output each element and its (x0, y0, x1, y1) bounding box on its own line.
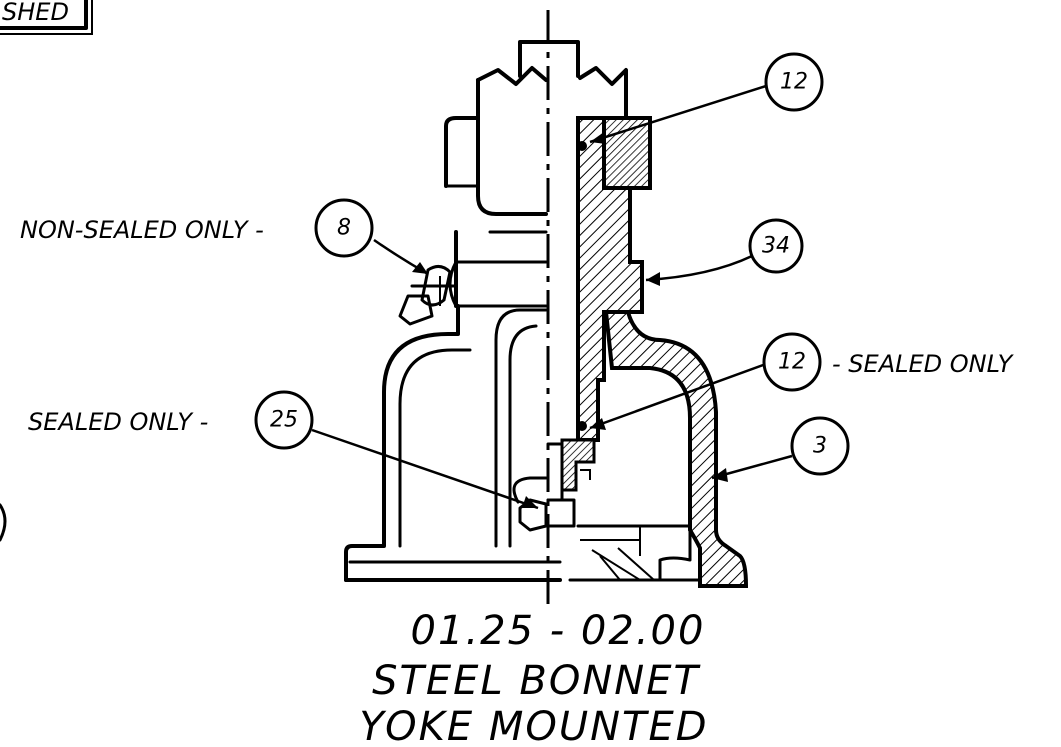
callout-8: 8 (314, 198, 374, 258)
seal-mark-top (577, 141, 587, 151)
callout-25-text: 25 (270, 408, 298, 433)
leader-lines (311, 84, 793, 510)
size-range-title: 01.25 - 02.00 (411, 608, 706, 654)
callout-34-text: 34 (762, 234, 790, 259)
stem (476, 40, 628, 120)
bonnet-section (576, 116, 644, 442)
sealed-only-left-label: SEALED ONLY - (28, 408, 208, 436)
gland-nut (598, 116, 652, 190)
callout-25: 25 (254, 390, 314, 450)
sealed-only-right-label: - SEALED ONLY (832, 350, 1015, 378)
callout-34: 34 (748, 218, 804, 274)
callout-3: 3 (790, 416, 850, 476)
callout-12-top-text: 12 (780, 70, 808, 95)
lower-hardware (512, 438, 702, 582)
yoke-arm-section (603, 310, 749, 588)
callout-3-text: 3 (813, 434, 827, 459)
seal-mark-bottom (577, 421, 587, 431)
callout-12-sealed-text: 12 (778, 350, 806, 375)
callout-12-top: 12 (764, 52, 824, 112)
mounting-title: YOKE MOUNTED (359, 704, 708, 747)
bonnet-type-title: STEEL BONNET (372, 658, 701, 704)
corner-label: SHED (2, 0, 69, 26)
corner-label-box: SHED (0, 0, 93, 35)
non-sealed-label: NON-SEALED ONLY - (20, 216, 264, 244)
yoke-body (344, 78, 562, 582)
callout-8-text: 8 (337, 216, 351, 241)
callout-12-sealed: 12 (762, 332, 822, 392)
edge-fragment (0, 503, 7, 542)
grease-fitting (398, 260, 548, 326)
